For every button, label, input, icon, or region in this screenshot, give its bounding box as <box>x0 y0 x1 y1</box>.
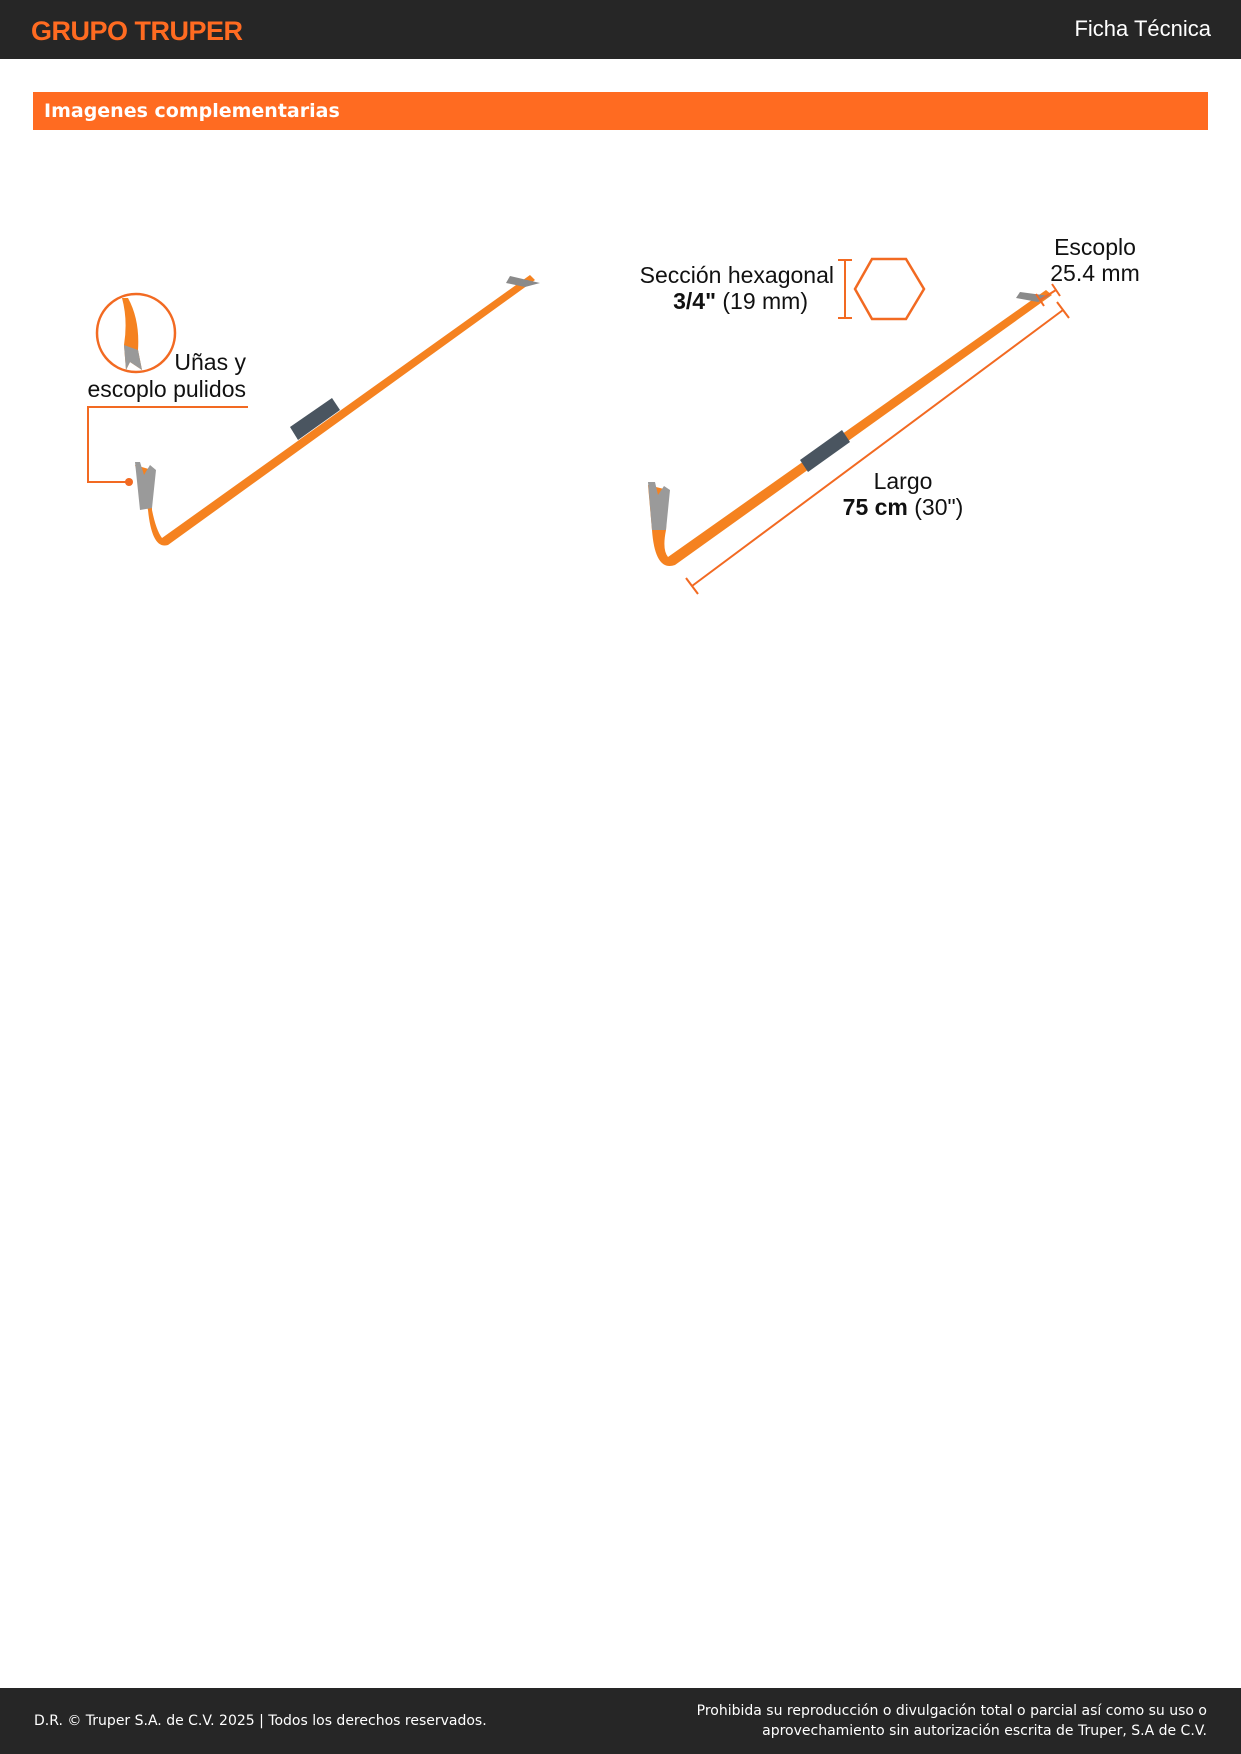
logo: GRUPO TRUPER <box>31 16 243 46</box>
claw-label-line1: Uñas y <box>174 349 246 375</box>
label-sleeve <box>800 430 850 472</box>
length-in: (30") <box>908 494 963 520</box>
hex-size: 3/4" <box>673 288 716 314</box>
hexagon-icon <box>853 257 926 321</box>
pry-bar-image-right: Sección hexagonal 3/4" (19 mm) Escoplo 2… <box>640 234 1140 595</box>
callout-line <box>87 406 248 483</box>
legal-notice: Prohibida su reproducción o divulgación … <box>697 1701 1207 1741</box>
chisel-label-line1: Escoplo <box>1054 234 1136 260</box>
copyright: D.R. © Truper S.A. de C.V. 2025 | Todos … <box>34 1713 487 1729</box>
section-title: Imagenes complementarias <box>44 100 340 122</box>
legal-line1: Prohibida su reproducción o divulgación … <box>696 1703 1207 1719</box>
section-header: Imagenes complementarias <box>33 92 1208 130</box>
hex-size-mm: (19 mm) <box>716 288 808 314</box>
product-figures: Uñas y escoplo pulidos Sección hexagonal… <box>87 234 1140 595</box>
dimension-lines <box>685 259 1070 595</box>
document-title: Ficha Técnica <box>1074 16 1211 41</box>
length-cm: 75 cm <box>843 494 908 520</box>
length-label-line2: 75 cm (30") <box>843 494 964 520</box>
header: GRUPO TRUPER Ficha Técnica <box>0 0 1241 59</box>
legal-line2: aprovechamiento sin autorización escrita… <box>762 1723 1207 1739</box>
length-label-line1: Largo <box>874 468 933 494</box>
hex-label-line1: Sección hexagonal <box>640 262 834 288</box>
claw-label-line2: escoplo pulidos <box>87 376 246 402</box>
chisel-label-line2: 25.4 mm <box>1050 260 1139 286</box>
label-sleeve <box>290 398 340 440</box>
footer: D.R. © Truper S.A. de C.V. 2025 | Todos … <box>0 1688 1241 1754</box>
pry-bar-image-left: Uñas y escoplo pulidos <box>87 275 540 546</box>
hex-label-line2: 3/4" (19 mm) <box>673 288 808 314</box>
